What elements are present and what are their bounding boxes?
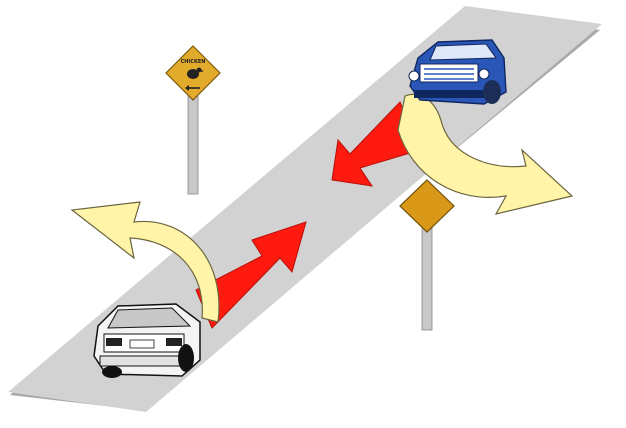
chicken-sign-text: CHICKEN (181, 59, 206, 65)
chicken-sign: CHICKEN (166, 46, 220, 194)
white-sedan (94, 304, 200, 378)
diamond-sign (400, 180, 454, 330)
sign-post-right (422, 226, 432, 330)
sign-post-left (188, 96, 198, 194)
